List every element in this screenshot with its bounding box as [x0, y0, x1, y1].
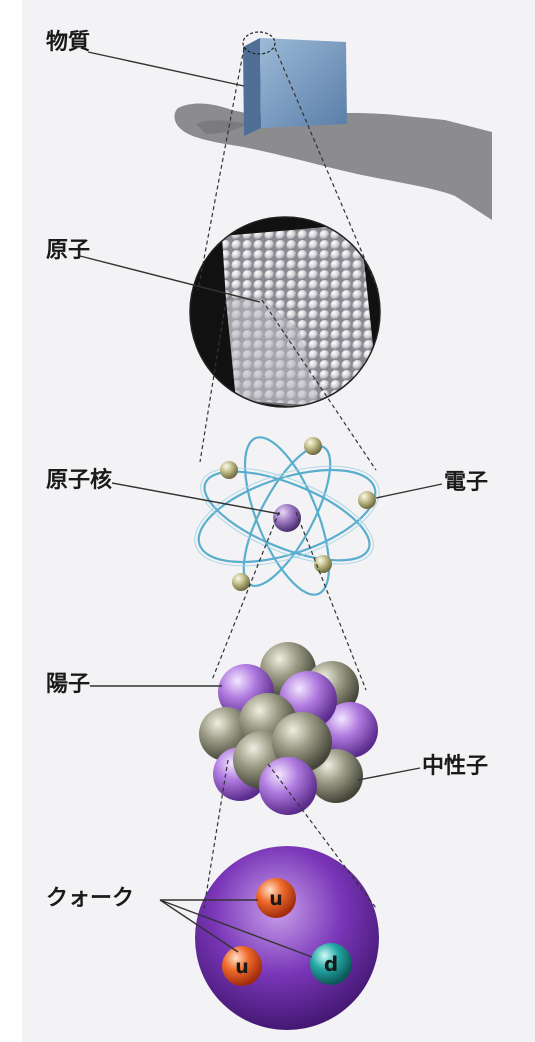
electron-ball	[358, 491, 376, 509]
electron-ball	[220, 461, 238, 479]
up-quark	[222, 946, 262, 986]
down-quark	[310, 943, 352, 985]
nucleus-ball	[273, 504, 301, 532]
label-nucleus: 原子核	[46, 468, 113, 493]
label-proton: 陽子	[46, 672, 91, 697]
electron-ball	[232, 573, 250, 591]
nucleus-cluster	[199, 642, 378, 815]
matter-cube	[242, 31, 347, 136]
label-atom: 原子	[46, 238, 91, 263]
hand-illustration	[174, 103, 492, 220]
atom-model	[194, 436, 380, 596]
quark-label: u	[235, 956, 249, 978]
quark-label: u	[269, 888, 283, 910]
label-matter: 物質	[46, 30, 91, 55]
atom-lattice-circle	[189, 216, 381, 408]
label-neutron: 中性子	[422, 754, 489, 779]
leader-lines	[79, 51, 443, 958]
zoom-guide-lines	[197, 47, 379, 909]
quark-label: d	[324, 952, 338, 976]
electron-ball	[304, 437, 322, 455]
label-electron: 電子	[444, 470, 489, 495]
quark-sphere: u u d	[195, 846, 379, 1030]
label-quark: クォーク	[46, 886, 135, 911]
electron-ball	[314, 555, 332, 573]
up-quark	[256, 878, 296, 918]
